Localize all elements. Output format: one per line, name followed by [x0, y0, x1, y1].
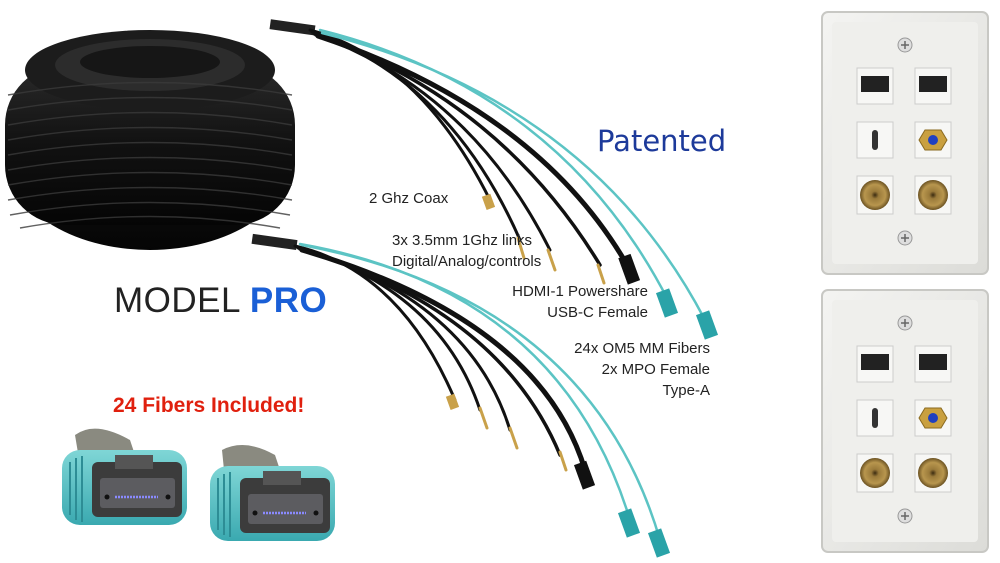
label-line: USB-C Female [547, 304, 648, 321]
label-fiber: 24x OM5 MM Fibers 2x MPO Female Type-A [520, 338, 710, 401]
model-prefix: MODEL [114, 281, 240, 320]
label-line: HDMI-1 Powershare [512, 283, 648, 300]
label-line: 3x 3.5mm 1Ghz links [392, 232, 533, 249]
upper-breakout [269, 19, 719, 340]
fibers-callout: 24 Fibers Included! [113, 394, 305, 417]
label-line: 24x OM5 MM Fibers [574, 340, 710, 357]
label-audio: 3x 3.5mm 1Ghz links Digital/Analog/contr… [392, 230, 541, 272]
mpo-connector-left [62, 428, 187, 525]
patented-badge: Patented [597, 124, 727, 158]
lower-breakout [251, 233, 671, 558]
model-title: MODEL PRO [114, 281, 327, 321]
label-line: Digital/Analog/controls [392, 253, 542, 270]
wall-plate-bottom [821, 289, 989, 553]
label-coax: 2 Ghz Coax [369, 188, 448, 209]
wall-plate-top [821, 11, 989, 275]
model-name: PRO [249, 281, 328, 320]
cable-coil [5, 30, 295, 250]
label-line: 2 Ghz Coax [369, 190, 449, 207]
label-line: 2x MPO Female [601, 361, 710, 378]
mpo-connector-right [210, 445, 335, 541]
label-line: Type-A [662, 382, 710, 399]
label-usb: HDMI-1 Powershare USB-C Female [478, 281, 648, 323]
